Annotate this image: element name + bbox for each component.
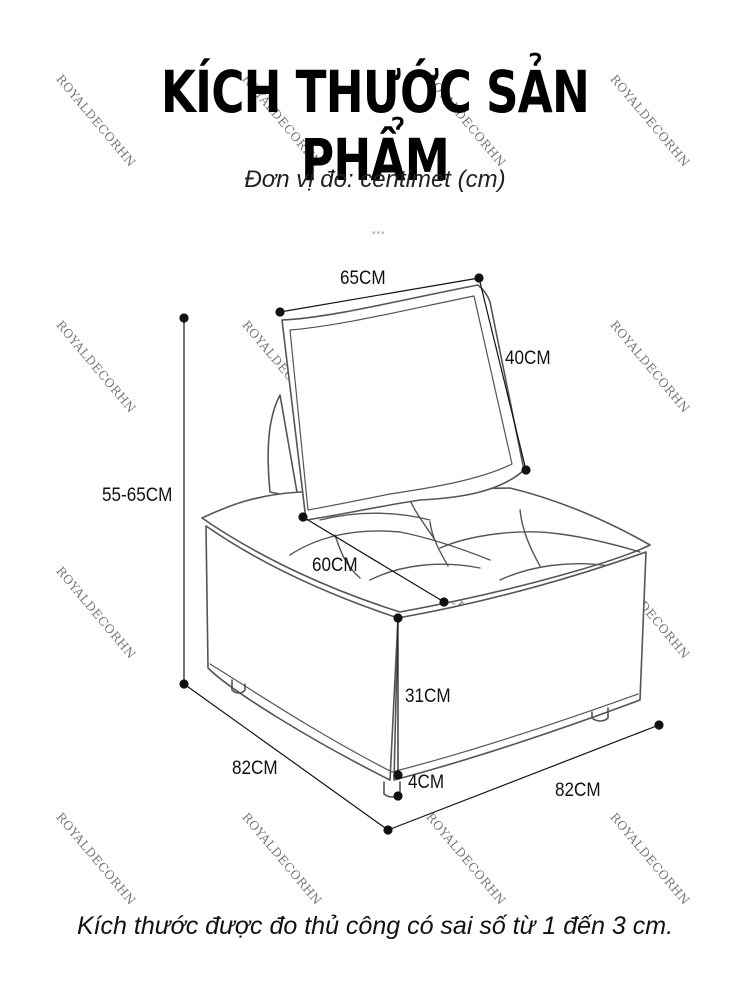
page-title: KÍCH THƯỚC SẢN PHẨM bbox=[160, 58, 590, 194]
back-cushion-inner bbox=[289, 295, 513, 511]
seat-depth-label: 60CM bbox=[312, 555, 358, 576]
sofa-front-face bbox=[205, 525, 399, 781]
total-height-label: 55-65CM bbox=[102, 485, 173, 506]
side-depth-label: 82CM bbox=[232, 758, 278, 779]
bottom-piping bbox=[209, 663, 639, 773]
sofa-foot bbox=[231, 679, 246, 694]
backrest-height-label: 40CM bbox=[505, 348, 551, 369]
leg-height-label: 4CM bbox=[408, 772, 445, 793]
back-cushion bbox=[281, 284, 525, 521]
decorative-dots: ••• bbox=[372, 228, 386, 239]
sofa-side-face bbox=[393, 551, 647, 781]
sofa-foot bbox=[591, 707, 609, 722]
measurement-note: Kích thước được đo thủ công có sai số từ… bbox=[76, 912, 674, 940]
back-bolster bbox=[267, 394, 299, 499]
unit-subtitle: Đơn vị đo: centimet (cm) bbox=[244, 166, 506, 193]
front-width-label: 82CM bbox=[555, 780, 601, 801]
seat-tufting bbox=[289, 499, 641, 581]
backrest-width-label: 65CM bbox=[340, 268, 386, 289]
seat-height-label: 31CM bbox=[405, 686, 451, 707]
